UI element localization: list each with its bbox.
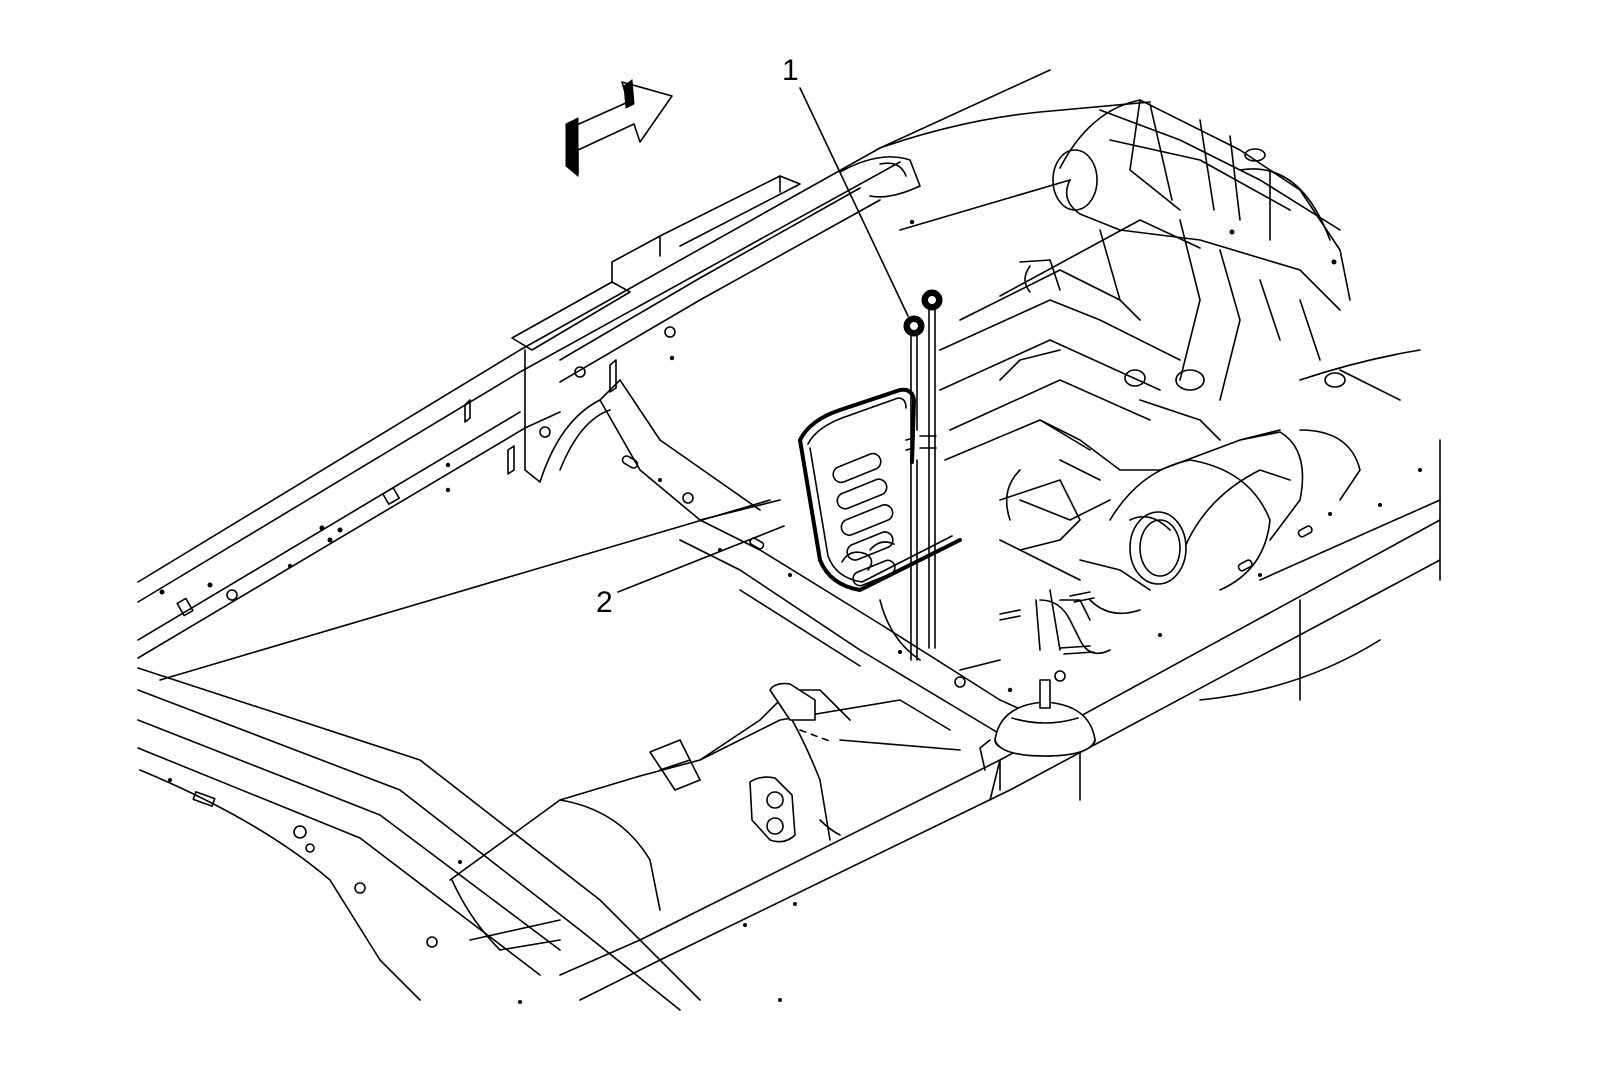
callout-label-1: 1 [782, 54, 799, 87]
front-crossmember [539, 359, 761, 521]
exhaust-converter-lower [449, 682, 961, 951]
left-frame-rail [137, 69, 1051, 659]
body-floor-outline [159, 101, 1151, 681]
bolt-left [903, 315, 925, 661]
transmission-heat-shield [798, 387, 962, 592]
right-frame-rail [137, 439, 1441, 1011]
center-crossmember [679, 499, 1041, 741]
callout-label-2: 2 [596, 586, 613, 619]
body-mount-bushing [979, 679, 1096, 801]
callout-1: 1 [782, 54, 909, 317]
bolt-right [921, 289, 943, 649]
shield-mounting-bolts [903, 289, 943, 661]
callout-2: 2 [596, 525, 785, 619]
transmission-assembly [939, 99, 1421, 581]
front-direction-arrow-icon [565, 79, 673, 178]
exhaust-converter-upper [999, 429, 1361, 655]
